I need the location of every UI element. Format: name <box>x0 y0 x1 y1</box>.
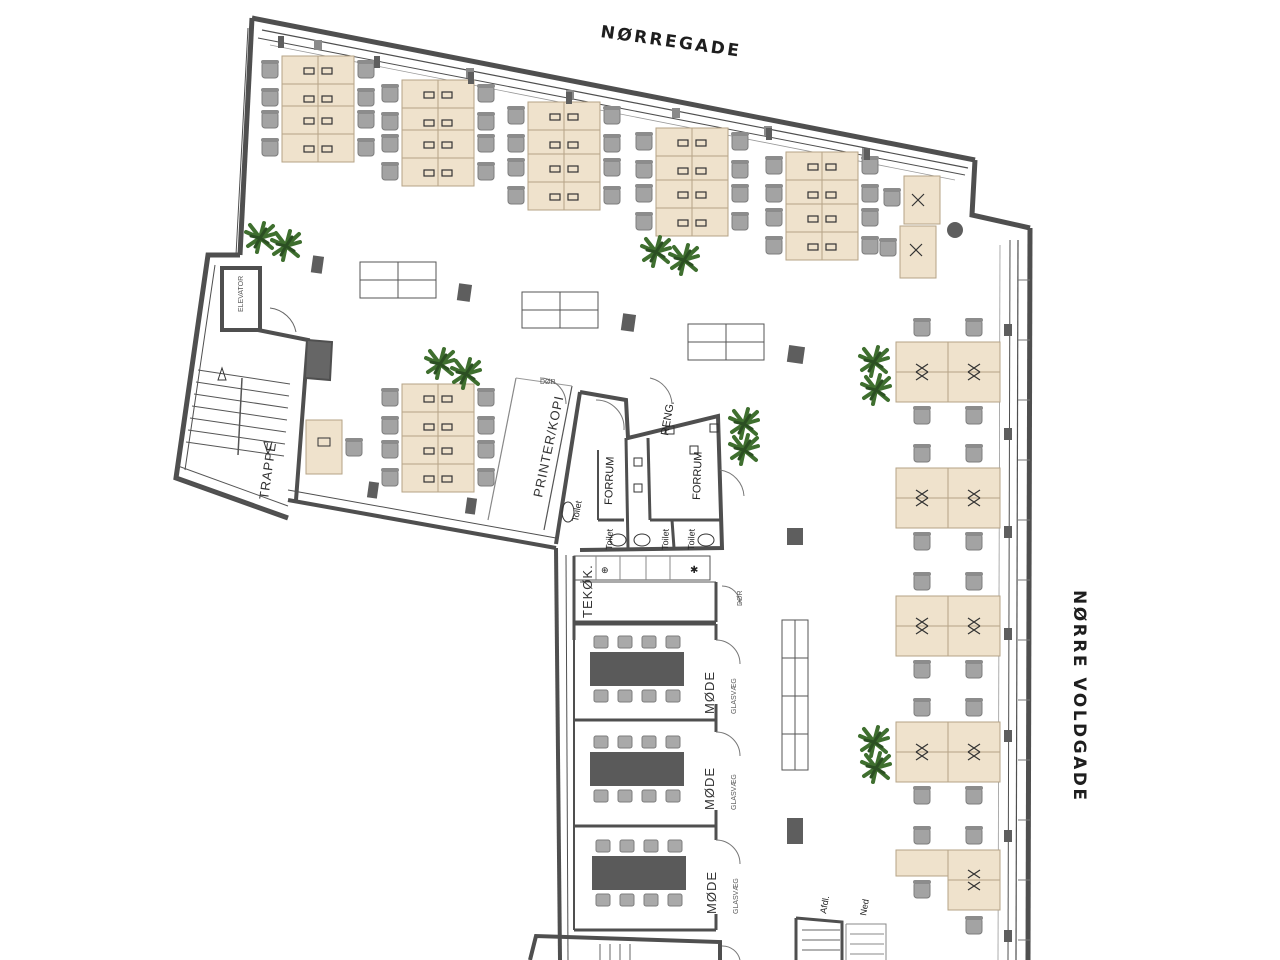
desk-pods-north <box>261 56 941 279</box>
stair-core: ELEVATOR TRAPPE <box>185 266 334 501</box>
svg-text:✱: ✱ <box>690 565 698 576</box>
open-benches <box>359 261 809 771</box>
meeting-room-c-label: MØDE <box>704 871 719 914</box>
kitchen: ⊕ ✱ DØR TEKØK. <box>572 555 744 640</box>
glass-wall-c-label: GLASVÆG <box>733 878 740 914</box>
toilet-b-label: Toilet <box>604 528 615 550</box>
meeting-rooms: MØDE MØDE MØDE GLASVÆG GLASVÆG GLASVÆG <box>573 622 741 932</box>
toilet-d-label: Toilet <box>686 528 697 550</box>
desk-pods-southwest <box>305 384 495 492</box>
meeting-room-b-label: MØDE <box>702 767 717 810</box>
cleaning-room-label: RENG. <box>659 400 677 436</box>
kitchen-door-label: DØR <box>737 590 744 606</box>
toilet-block: RENG. FORRUM FORRUM Toilet Toilet Toilet… <box>554 377 745 552</box>
anteroom-a-label: FORRUM <box>603 456 617 505</box>
printer-room-label: PRINTER/KOPI <box>530 394 566 499</box>
anteroom-b-label: FORRUM <box>691 451 705 500</box>
stair-down-label: Ned <box>858 898 871 916</box>
facade-mullions <box>175 279 1030 941</box>
desk-pods-east <box>896 318 1000 935</box>
stairs-label: TRAPPE <box>256 441 279 501</box>
window-sills <box>269 44 1001 960</box>
toilet-a-label: Toilet <box>570 499 584 522</box>
svg-text:⊕: ⊕ <box>601 565 609 575</box>
printer-door-label: DØR <box>540 379 556 386</box>
meeting-room-a-label: MØDE <box>702 671 717 714</box>
south-stair: Afdl. Ned <box>528 895 887 960</box>
toilet-c-label: Toilet <box>660 528 671 550</box>
glass-wall-a-label: GLASVÆG <box>731 678 738 714</box>
structural-columns <box>278 36 1012 942</box>
kitchen-label: TEKØK. <box>580 564 595 618</box>
glass-wall-b-label: GLASVÆG <box>731 774 738 810</box>
stair-up-label: Afdl. <box>818 895 831 914</box>
printer-room: DØR PRINTER/KOPI <box>487 377 573 531</box>
street-label-east: NØRRE VOLDGADE <box>1069 590 1089 802</box>
elevator-label: ELEVATOR <box>238 276 245 312</box>
street-label-north: NØRREGADE <box>599 22 742 62</box>
